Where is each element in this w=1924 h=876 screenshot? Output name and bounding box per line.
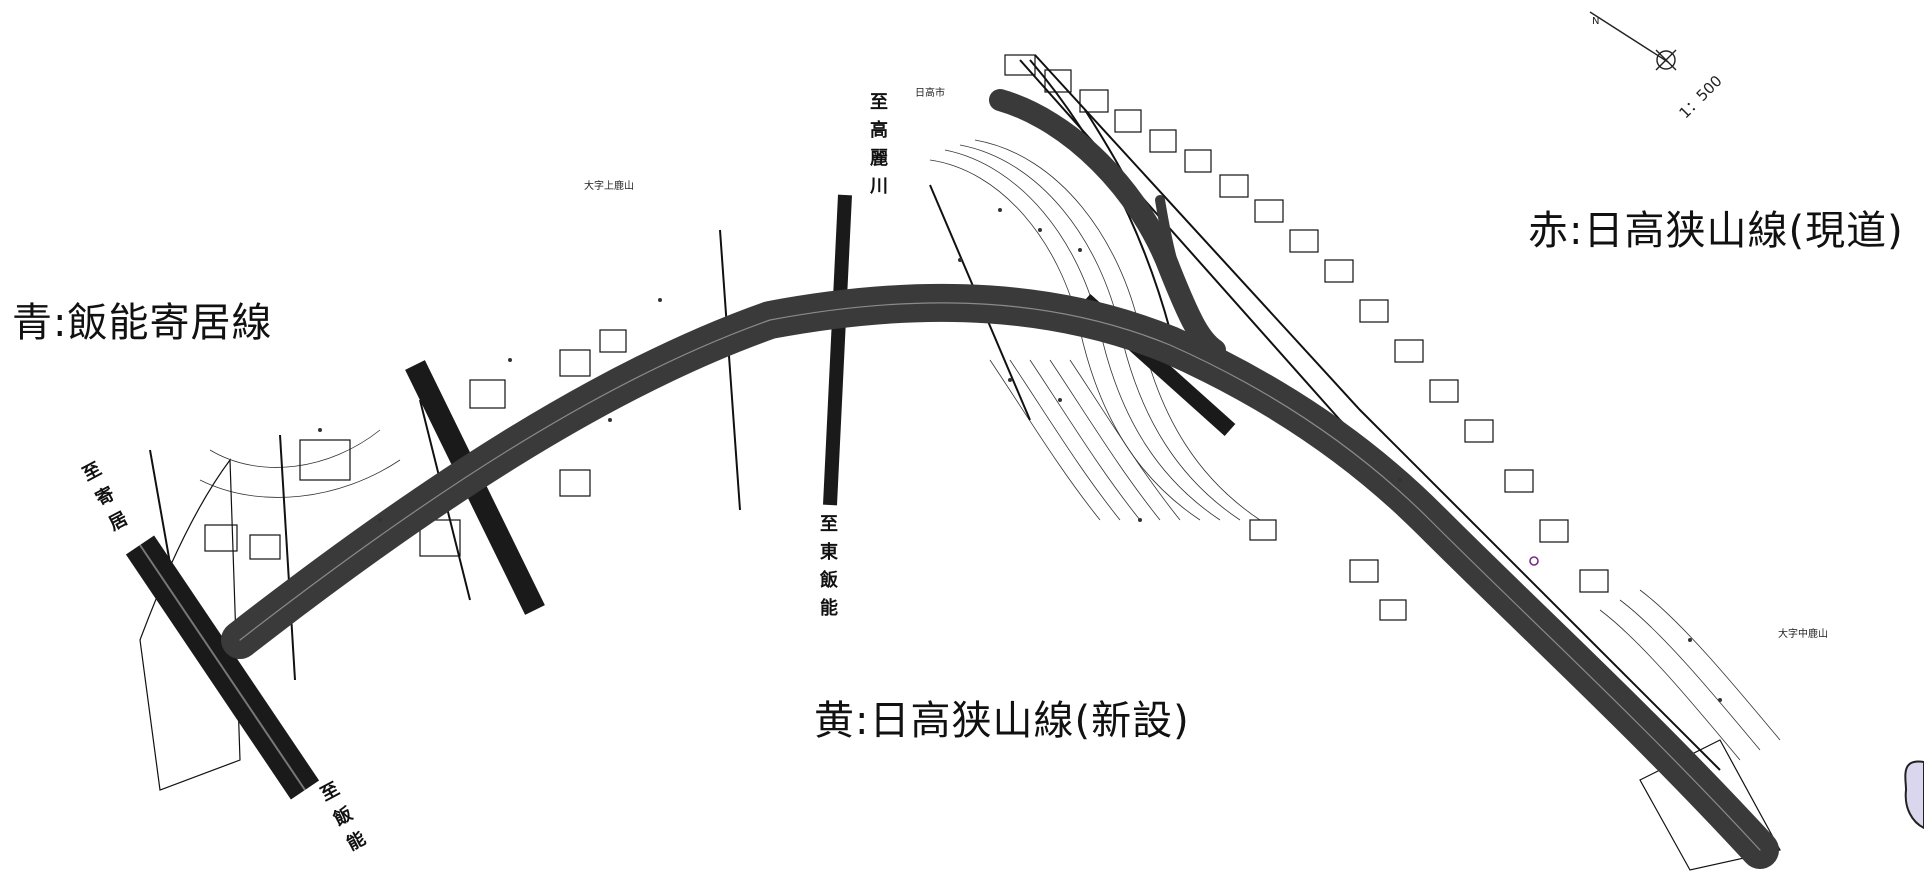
legend-yellow-route: 黄:日高狭山線(新設) xyxy=(814,698,1190,744)
local-roads xyxy=(149,54,1721,781)
legend-blue-route: 青:飯能寄居線 xyxy=(12,300,273,346)
parcels xyxy=(139,54,1781,871)
place-nakakashiwa: 大字中鹿山 xyxy=(1778,629,1828,640)
direction-to-komagawa: 至高麗川 xyxy=(867,92,888,204)
svg-text:N: N xyxy=(1592,16,1599,27)
mascot-fragment-icon xyxy=(1904,760,1924,830)
place-kamikashiwa: 大字上鹿山 xyxy=(584,181,634,192)
marker-point xyxy=(1529,556,1539,566)
survey-marks xyxy=(318,208,1722,702)
legend-red-route: 赤:日高狭山線(現道) xyxy=(1528,208,1904,254)
place-hidaka-city: 日高市 xyxy=(915,88,945,99)
contour-lines xyxy=(199,139,1781,761)
new-road-alignment xyxy=(221,89,1779,869)
direction-to-higashihanno: 至東飯能 xyxy=(817,514,838,626)
north-arrow-icon: N xyxy=(1589,11,1677,71)
